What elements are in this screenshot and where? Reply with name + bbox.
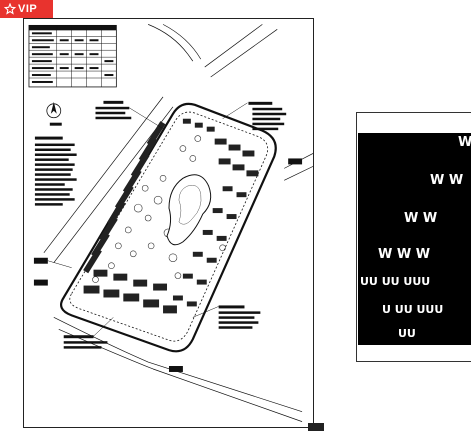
tree-detail-canvas: W W W W W W W W UU UU UUU U UU UUU UU [358,133,471,345]
landscape-texture [92,135,226,283]
central-lake [166,174,212,246]
site-plan-sheet[interactable] [23,18,324,431]
legend-table [28,24,117,88]
tree-row-7: UU [398,327,416,340]
notes-block [34,136,77,206]
north-arrow-icon [46,101,62,126]
annotation-labels [33,100,303,372]
tree-row-4: W W W [378,247,431,262]
vip-badge[interactable]: VIP [0,0,53,18]
sheet-id-stamp [308,423,324,431]
site-boundary [60,102,277,353]
site-plan-drawing [28,24,313,422]
tree-row-1: W [458,135,471,150]
tree-detail-panel[interactable]: W W W W W W W W UU UU UUU U UU UUU UU [356,112,471,362]
tree-row-2: W W [430,173,464,188]
tree-row-3: W W [404,211,438,226]
tree-row-6: U UU UUU [382,303,444,316]
vip-label: VIP [18,3,38,15]
tree-row-5: UU UU UUU [360,275,431,288]
leader-lines [47,102,248,337]
star-icon [4,3,16,15]
